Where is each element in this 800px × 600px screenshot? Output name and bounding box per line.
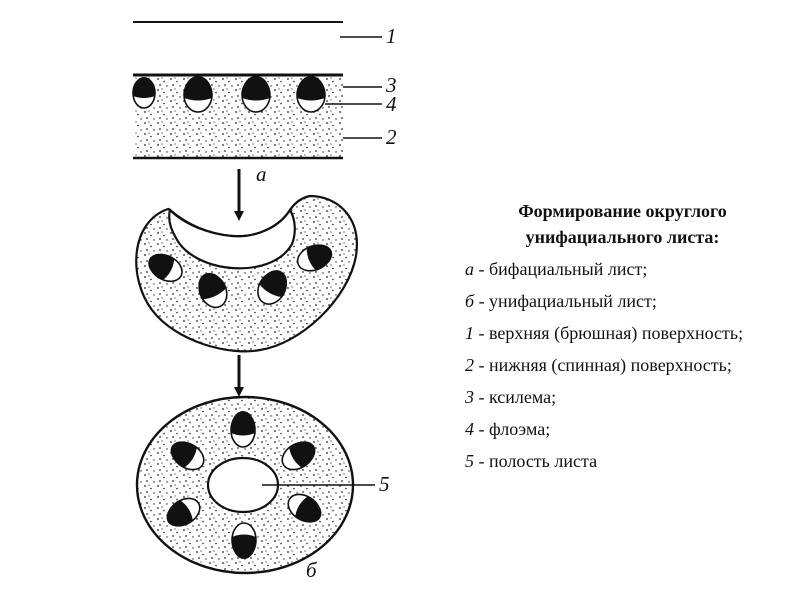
vascular-bundle xyxy=(132,77,156,109)
legend-key: 4 xyxy=(465,419,474,439)
legend-key: 5 xyxy=(465,451,474,471)
vascular-bundle xyxy=(231,522,257,559)
vascular-bundle xyxy=(183,76,213,113)
vascular-bundle xyxy=(296,244,333,272)
curving-leaf xyxy=(135,194,358,353)
legend-item: 4 - флоэма; xyxy=(465,417,780,441)
legend-key: 1 xyxy=(465,323,474,343)
legend-text: - верхняя (брюшная) поверхность; xyxy=(474,323,744,343)
legend-text: - унифациальный лист; xyxy=(474,291,657,311)
callout-a: а xyxy=(256,162,267,186)
legend-key: 3 xyxy=(465,387,474,407)
legend-text: - ксилема; xyxy=(474,387,557,407)
vascular-bundle xyxy=(241,76,271,113)
vascular-bundle xyxy=(230,411,256,448)
legend-title: Формирование округлого унифациального ли… xyxy=(465,198,780,250)
inner-groove xyxy=(168,207,296,270)
vascular-bundle xyxy=(166,497,201,527)
bundle-row xyxy=(132,76,326,113)
unifacial-leaf: 5 б xyxy=(135,395,390,582)
callout-b: б xyxy=(306,558,318,582)
legend-text: - флоэма; xyxy=(474,419,551,439)
legend: Формирование округлого унифациального ли… xyxy=(465,198,780,481)
vascular-bundle xyxy=(296,76,326,113)
legend-key: 2 xyxy=(465,355,474,375)
callout-1: 1 xyxy=(386,24,397,48)
callout-3: 3 xyxy=(385,73,397,97)
callout-2: 2 xyxy=(386,125,397,149)
legend-item: б - унифациальный лист; xyxy=(465,289,780,313)
vascular-bundle xyxy=(170,441,205,471)
legend-key: б xyxy=(465,291,475,311)
legend-item: 1 - верхняя (брюшная) поверхность; xyxy=(465,321,780,345)
bifacial-leaf: 1 3 4 2 xyxy=(132,21,397,160)
legend-item: 2 - нижняя (спинная) поверхность; xyxy=(465,353,780,377)
vascular-bundle xyxy=(287,493,322,523)
leaf-diagram: 1 3 4 2 а xyxy=(132,21,397,582)
legend-item: 5 - полость листа xyxy=(465,449,780,473)
legend-text: - бифациальный лист; xyxy=(474,259,648,279)
vascular-bundle xyxy=(198,272,228,309)
legend-item: 3 - ксилема; xyxy=(465,385,780,409)
legend-key: а xyxy=(465,259,474,279)
legend-item: а - бифациальный лист; xyxy=(465,257,780,281)
vascular-bundle xyxy=(257,270,288,305)
legend-title-line-1: Формирование округлого xyxy=(518,201,727,221)
callout-4: 4 xyxy=(386,92,397,116)
vascular-bundle xyxy=(148,253,183,283)
vascular-bundle xyxy=(281,441,316,471)
legend-text: - полость листа xyxy=(474,451,598,471)
legend-title-line-2: унифациального листа: xyxy=(525,227,720,247)
callout-5: 5 xyxy=(379,472,390,496)
legend-text: - нижняя (спинная) поверхность; xyxy=(474,355,732,375)
